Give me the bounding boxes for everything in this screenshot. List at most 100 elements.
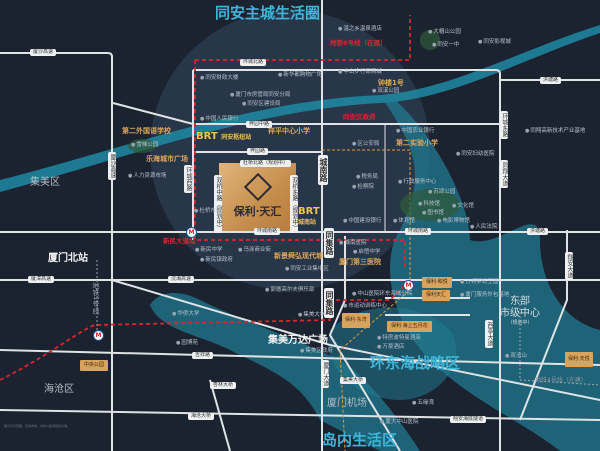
poi-label[interactable]: 市运动训练中心	[343, 303, 387, 310]
poi-label[interactable]: 城南医院	[339, 240, 366, 247]
poi-label[interactable]: 温之乡温泉酒店	[338, 26, 382, 33]
poi-label[interactable]: 厦门第三医院	[339, 258, 381, 266]
poi-label[interactable]: 新华都购物广场	[278, 72, 322, 79]
poi-label[interactable]: 税务局	[356, 174, 378, 181]
poi-label[interactable]: 大帽山公园	[428, 29, 461, 36]
poi-label[interactable]: 中山医院环东海域分院	[352, 291, 412, 298]
poi-label[interactable]: 苏颂公园	[428, 189, 455, 196]
poi-label[interactable]: 祥平中心小学	[268, 127, 310, 135]
poi-label: 同安区政府	[343, 113, 376, 121]
poi-label[interactable]: 特房波特曼酒店	[377, 335, 421, 342]
poi-label[interactable]: 万豪酒店	[377, 344, 404, 351]
district-label: 厦门机场	[327, 398, 367, 409]
poi-label[interactable]: 厦门服务外包基地	[460, 292, 509, 299]
east-center-line1: 东部	[510, 296, 530, 307]
east-center-note: （规划中）	[507, 320, 533, 326]
poi-label[interactable]: 启悟中学	[353, 249, 380, 256]
poi-label[interactable]: 同安工业集中区	[285, 266, 329, 273]
poi-label[interactable]: 雪梯公园	[131, 142, 158, 149]
poi-label[interactable]: 行政服务中心	[398, 179, 436, 186]
road-label: 海沧大桥	[188, 413, 215, 420]
road-label: 同集路	[324, 228, 334, 258]
road-label: 翔安大道	[565, 252, 573, 280]
poi-label[interactable]: 中国农业银行	[396, 128, 434, 135]
poi-label[interactable]: 第二外国语学校	[122, 127, 171, 135]
poi-label[interactable]: 双沧山	[505, 353, 527, 360]
poi-label[interactable]: 体育馆	[393, 218, 415, 225]
poi-label[interactable]: 人民法院	[470, 224, 497, 231]
poi-label: 集美万达广场	[268, 335, 328, 346]
poi-label: 厦门北站	[48, 253, 88, 264]
poi-label[interactable]: 园博苑	[176, 340, 198, 347]
poi-label[interactable]: 第二实验小学	[396, 139, 438, 147]
east-city-center: 东部 市级中心 （规划中）	[500, 296, 540, 326]
poi-label[interactable]: 集美区政府	[300, 348, 333, 355]
road-label: 杏林大桥	[210, 382, 237, 389]
road-label: 厦沙高速	[108, 152, 116, 180]
brt-label: BRT	[298, 206, 320, 217]
poi-label[interactable]: 集美大学	[298, 312, 325, 319]
metro-line-4	[519, 300, 600, 386]
metro-station-icon[interactable]: M	[403, 280, 414, 291]
poi-label[interactable]: 乌涂商业街	[238, 247, 271, 254]
poi-label[interactable]: 区公安局	[352, 141, 379, 148]
poi-label[interactable]: 检察院	[352, 184, 374, 191]
poi-label: 新民大道站	[163, 237, 196, 245]
poi-label[interactable]: 双溪公园	[372, 88, 399, 95]
poi-label[interactable]: 同安财政大楼	[200, 75, 238, 82]
metro-station-icon[interactable]: M	[93, 330, 104, 341]
poi-label[interactable]: 厦门市房管局同安分局	[230, 92, 290, 99]
poi-label[interactable]: 图书馆	[422, 210, 444, 217]
zone-title: 岛内生活区	[322, 431, 398, 449]
road-label: 洪塘路	[527, 228, 549, 235]
poi-label[interactable]: 五缘湾	[412, 400, 434, 407]
poi-label[interactable]: 中国建设银行	[343, 218, 381, 225]
district-label: 海沧区	[44, 384, 74, 395]
project-box[interactable]: 保利·海上五月花	[387, 321, 432, 332]
poi-label[interactable]: 中山步行街商城	[338, 69, 382, 76]
poi-label[interactable]: 华侨大学	[172, 311, 199, 318]
poi-label[interactable]: 杜桥市场	[194, 208, 221, 215]
poi-label[interactable]: 新民镇政府	[200, 257, 233, 264]
poi-label[interactable]: 同翔高新技术产业基地	[525, 128, 585, 135]
metro-station-icon[interactable]: M	[186, 227, 197, 238]
poi-label[interactable]: 郭厝高尔夫俱乐部	[265, 287, 314, 294]
brt-station-name: 城南站	[298, 219, 317, 226]
sea-west	[150, 293, 420, 451]
road-label: 集美大桥	[340, 377, 367, 384]
poi-label[interactable]: 方特梦幻王国	[460, 279, 498, 286]
poi-label[interactable]: 厦大中山医院	[380, 419, 418, 426]
poi-label[interactable]: 同安区建设局	[242, 101, 280, 108]
road-label: 梓园中路	[246, 121, 273, 128]
project-box[interactable]: 保利·天悦	[565, 352, 593, 367]
road-label: 环城南路	[405, 228, 432, 235]
road-label: 环城西路	[184, 165, 192, 193]
project-box[interactable]: 保利天汇	[422, 290, 451, 301]
poi-label[interactable]: 同安影视城	[478, 39, 511, 46]
poi-label[interactable]: 电影博物馆	[437, 218, 470, 225]
road-label: 双桥东路（规划中）	[290, 175, 298, 233]
poi-label[interactable]: 同安一中	[432, 42, 459, 49]
road-label: 吉祥路	[192, 352, 214, 359]
project-box[interactable]: 中央公园	[80, 360, 109, 371]
road-label: 杜桥北路（规划中）	[240, 160, 292, 167]
poi-label[interactable]: 乐海城市广场	[146, 155, 188, 163]
poi-label[interactable]: 文化馆	[452, 203, 474, 210]
poi-label[interactable]: 中国人民银行	[200, 116, 238, 123]
project-box[interactable]: 保利·和悦	[422, 277, 452, 288]
road-label: 洪塘路	[540, 77, 562, 84]
poi-label[interactable]: 同安妇幼医院	[456, 151, 494, 158]
poi-label[interactable]: 科技馆	[418, 201, 440, 208]
road-label: 城南路	[318, 155, 328, 185]
project-poly-tianhui[interactable]: 保利·天汇	[219, 163, 296, 231]
poi-label[interactable]: 钟楼1号	[378, 79, 404, 87]
project-box[interactable]: 保利·东湾	[342, 313, 370, 328]
poi-label[interactable]: 新景舜弘现代城	[274, 252, 323, 260]
zone-title: 同安主城生活圈	[215, 4, 321, 22]
poi-label[interactable]: 人力资源市场	[128, 173, 166, 180]
poi-label: 地铁1号线	[92, 282, 100, 315]
road-label: 同集路	[324, 288, 334, 318]
road-label: 同翔大道	[500, 160, 508, 188]
poi-label[interactable]: 新民中学	[195, 247, 222, 254]
